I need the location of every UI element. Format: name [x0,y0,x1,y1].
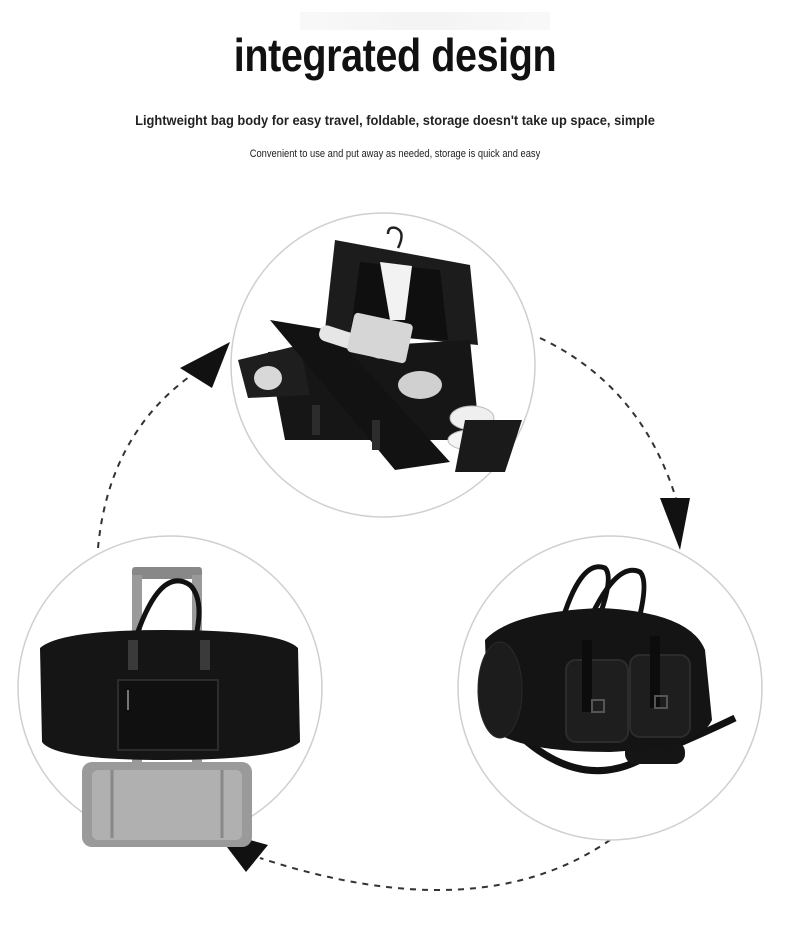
subtitle: Lightweight bag body for easy travel, fo… [135,112,655,128]
faint-background-text [300,12,550,30]
caption: Convenient to use and put away as needed… [249,148,541,160]
arrow-icon-up-right [180,342,230,388]
bag-closed-illustration [477,564,737,775]
page-title: integrated design [233,29,557,81]
dashed-arc-bottom [259,839,611,891]
bag-on-suitcase-illustration [40,567,300,847]
arrow-icon-down [660,498,690,550]
dashed-arc-top-left [97,359,216,549]
bag-open-illustration [238,226,522,472]
dashed-arc-top-right [539,337,683,521]
